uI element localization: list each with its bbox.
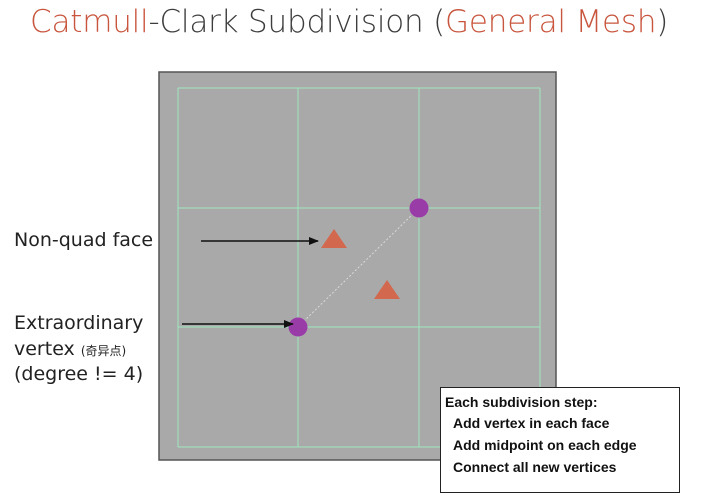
extraordinary-vertex-dot bbox=[409, 198, 429, 218]
title-close-paren: ) bbox=[656, 4, 669, 40]
non-quad-face-text: Non-quad face bbox=[14, 229, 154, 251]
diagonal-edge bbox=[297, 207, 420, 328]
face-marker-triangle bbox=[321, 229, 347, 248]
face-marker-triangle bbox=[374, 280, 400, 299]
step-item: Connect all new vertices bbox=[453, 459, 617, 475]
subdivision-steps-box: Each subdivision step: Add vertex in eac… bbox=[440, 387, 680, 493]
step-item: Add vertex in each face bbox=[453, 415, 610, 431]
extraordinary-vertex-word: vertex bbox=[14, 337, 75, 360]
extraordinary-line-3: (degree != 4) bbox=[14, 363, 144, 386]
step-item: Add midpoint on each edge bbox=[453, 437, 637, 453]
title-general-mesh: General Mesh bbox=[445, 4, 657, 40]
extraordinary-vertex-label: Extraordinary vertex (奇异点) (degree != 4) bbox=[14, 311, 143, 388]
page-title: Catmull-Clark Subdivision (General Mesh) bbox=[30, 4, 668, 40]
title-catmull: Catmull bbox=[30, 4, 149, 40]
title-clark: -Clark Subdivision ( bbox=[148, 4, 446, 40]
extraordinary-vertex-dot bbox=[288, 317, 308, 337]
non-quad-face-label: Non-quad face bbox=[14, 228, 153, 254]
extraordinary-line-2: vertex (奇异点) bbox=[14, 337, 143, 363]
extraordinary-line-1: Extraordinary bbox=[14, 312, 144, 334]
extraordinary-cjk: (奇异点) bbox=[80, 343, 127, 358]
steps-heading: Each subdivision step: bbox=[445, 394, 598, 410]
